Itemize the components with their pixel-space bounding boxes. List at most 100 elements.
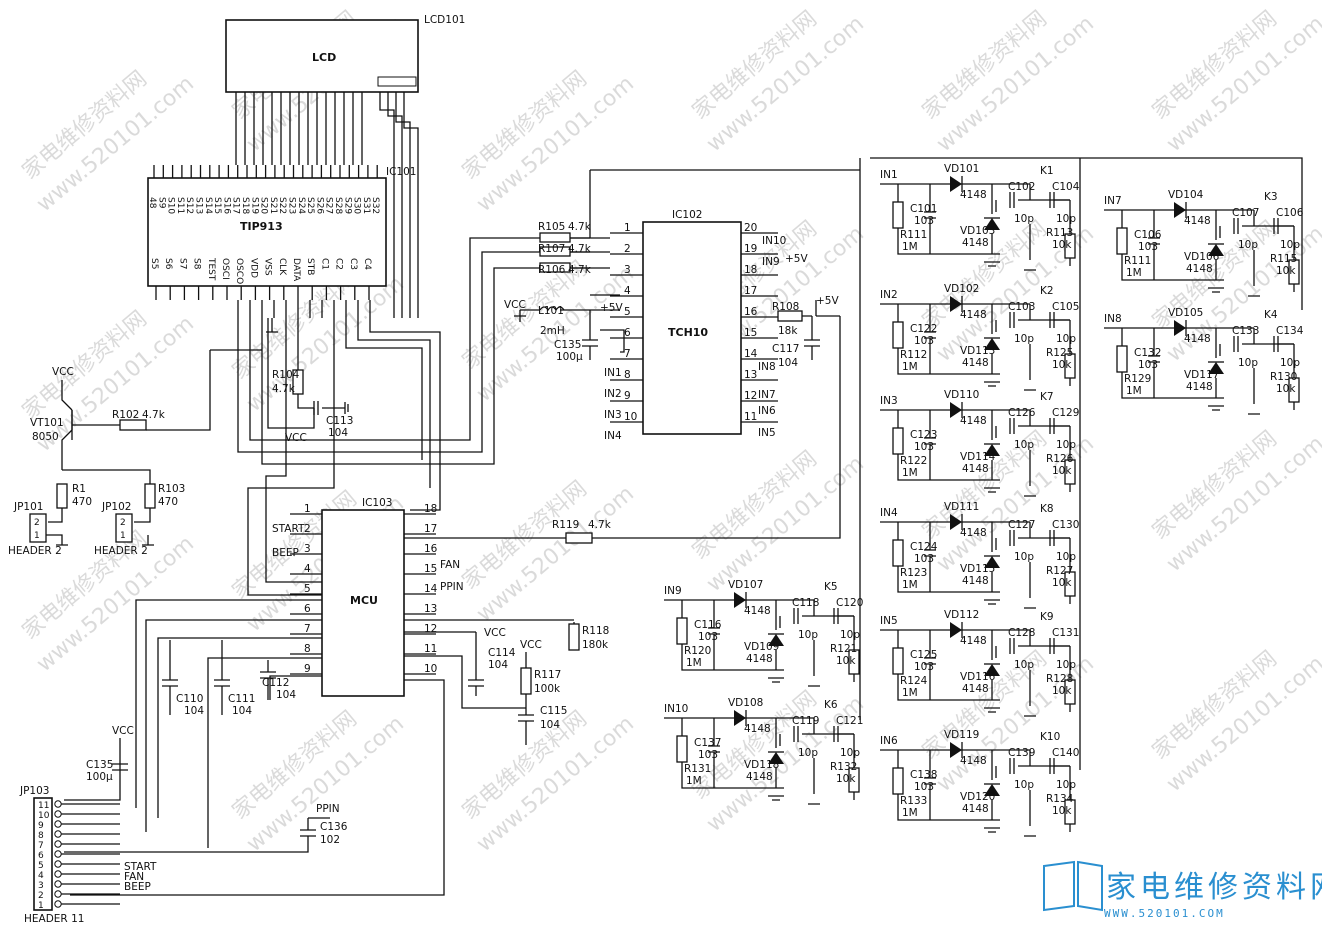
channel-res: R112 xyxy=(900,349,927,361)
channel-diode2: VD117 xyxy=(1184,369,1219,381)
svg-text:1M: 1M xyxy=(902,807,918,819)
svg-text:10p: 10p xyxy=(1014,779,1034,791)
mcu-pin-number: 4 xyxy=(304,563,311,575)
svg-text:10p: 10p xyxy=(1056,659,1076,671)
channel-diode: VD112 xyxy=(944,609,979,621)
touch-net-label: IN6 xyxy=(758,405,776,417)
svg-text:C136: C136 xyxy=(320,821,348,833)
brand-url: WWW.520101.COM xyxy=(1104,907,1225,920)
touch-pin-number: 11 xyxy=(744,411,757,423)
svg-text:4.7k: 4.7k xyxy=(142,409,166,421)
svg-text:PPIN: PPIN xyxy=(316,803,340,815)
channel-input: IN1 xyxy=(880,169,898,181)
svg-text:103: 103 xyxy=(914,661,934,673)
mcu-label: MCU xyxy=(350,594,378,607)
touch-pin-number: 13 xyxy=(744,369,757,381)
channel-diode2: VD113 xyxy=(960,345,995,357)
channel-res: R111 xyxy=(900,229,927,241)
lcd-driver-bus xyxy=(235,92,419,318)
channel-res: R120 xyxy=(684,645,711,657)
channel-res: R111 xyxy=(1124,255,1151,267)
mcu-pin-number: 2 xyxy=(304,523,311,535)
svg-text:R118: R118 xyxy=(582,625,609,637)
svg-text:HEADER 2: HEADER 2 xyxy=(94,545,148,557)
svg-text:C135: C135 xyxy=(86,759,113,771)
svg-text:104: 104 xyxy=(276,689,296,701)
svg-text:C114: C114 xyxy=(488,647,516,659)
channel-key: K6 xyxy=(824,699,838,711)
channel-input: IN8 xyxy=(1104,313,1122,325)
svg-text:R117: R117 xyxy=(534,669,561,681)
channel-cap1: C139 xyxy=(1008,747,1035,759)
svg-text:4148: 4148 xyxy=(1186,263,1213,275)
svg-text:18k: 18k xyxy=(778,325,798,337)
svg-text:100k: 100k xyxy=(534,683,561,695)
channel-cap: C101 xyxy=(910,203,937,215)
touch-net-label: IN1 xyxy=(604,367,622,379)
svg-text:10k: 10k xyxy=(1276,265,1296,277)
channel-res: R131 xyxy=(684,763,711,775)
jp103-pin-number: 9 xyxy=(38,821,44,831)
touch-supply: +5V xyxy=(785,253,808,265)
svg-text:4148: 4148 xyxy=(962,683,989,695)
svg-text:1M: 1M xyxy=(902,579,918,591)
svg-text:10p: 10p xyxy=(840,747,860,759)
svg-text:1: 1 xyxy=(120,531,126,541)
channel-res2: R113 xyxy=(1046,227,1073,239)
channel-cap2: C105 xyxy=(1052,301,1079,313)
svg-text:1M: 1M xyxy=(902,241,918,253)
svg-text:L101: L101 xyxy=(538,305,564,317)
svg-text:103: 103 xyxy=(914,781,934,793)
jp103-pin-number: 5 xyxy=(38,861,44,871)
svg-text:BEEP: BEEP xyxy=(272,547,299,559)
svg-text:10k: 10k xyxy=(1052,805,1072,817)
touch-pin-number: 18 xyxy=(744,264,757,276)
channel-cap2: C104 xyxy=(1052,181,1080,193)
driver-pin-label: VDD xyxy=(248,258,258,278)
svg-text:1M: 1M xyxy=(902,467,918,479)
svg-text:R119: R119 xyxy=(552,519,579,531)
driver-pin-label: S5 xyxy=(149,258,159,269)
mcu-pin-number: 12 xyxy=(424,623,437,635)
svg-text:HEADER 2: HEADER 2 xyxy=(8,545,62,557)
svg-text:1M: 1M xyxy=(1126,267,1142,279)
channel-cap: C125 xyxy=(910,649,937,661)
svg-text:4.7k: 4.7k xyxy=(568,243,592,255)
channel-diode2: VD115 xyxy=(960,563,995,575)
driver-pin-label: OSCI xyxy=(220,258,230,280)
channel-res: R129 xyxy=(1124,373,1151,385)
channel-key: K10 xyxy=(1040,731,1060,743)
channel-cap2: C129 xyxy=(1052,407,1079,419)
driver-pin-label: S21 xyxy=(268,197,278,214)
driver-pin-label: S19 xyxy=(249,197,259,214)
channel-cap1: C119 xyxy=(792,715,819,727)
channel-cap1: C107 xyxy=(1232,207,1259,219)
driver-pin-label: C3 xyxy=(348,258,358,270)
driver-pin-label: S17 xyxy=(231,197,241,214)
channel-diode: VD111 xyxy=(944,501,979,513)
svg-text:4148: 4148 xyxy=(1186,381,1213,393)
driver-pin-label: S18 xyxy=(240,197,250,214)
touch-label: TCH10 xyxy=(668,326,708,339)
mcu-pin-number: 13 xyxy=(424,603,437,615)
driver-pin-label: S8 xyxy=(192,258,202,270)
driver-pin-label: S22 xyxy=(277,197,287,214)
channel-res: R124 xyxy=(900,675,928,687)
touch-net-label: IN9 xyxy=(762,256,780,268)
channel-cap1: C133 xyxy=(1232,325,1259,337)
driver-pin-label: S25 xyxy=(305,197,315,214)
svg-text:10p: 10p xyxy=(1014,333,1034,345)
channel-key: K9 xyxy=(1040,611,1054,623)
driver-pin-label: S10 xyxy=(166,197,176,214)
channel-cap: C116 xyxy=(694,619,722,631)
mcu-ref: IC103 xyxy=(362,497,392,509)
jp103-pin-number: 2 xyxy=(38,891,44,901)
